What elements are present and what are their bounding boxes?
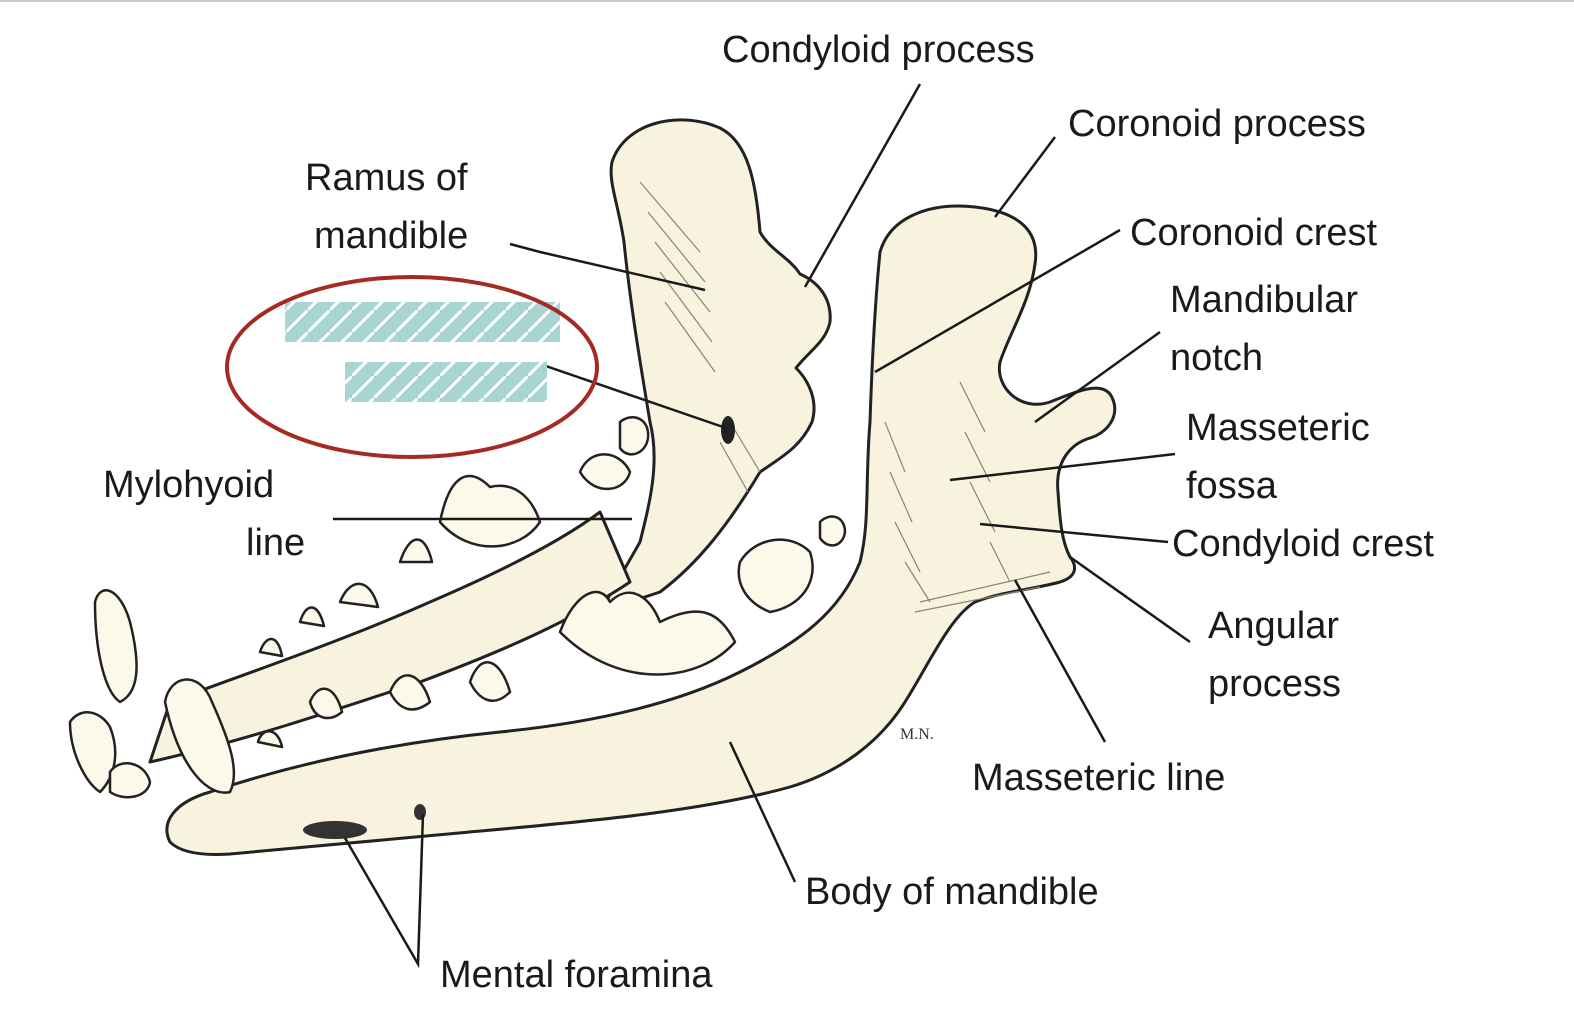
leader-ramus <box>509 242 706 292</box>
redaction-box-2 <box>345 362 547 402</box>
mental-foramen-large <box>303 821 367 839</box>
mandibular-foramen <box>721 416 735 444</box>
leader-mental-foramina <box>343 813 425 969</box>
label-coronoid-process: Coronoid process <box>1068 103 1366 145</box>
leader-coronoid-process <box>994 136 1056 218</box>
near-teeth <box>68 515 847 799</box>
redaction-overlay <box>225 275 599 459</box>
label-body-of-mandible: Body of mandible <box>805 871 1099 913</box>
label-angular-process-line1: Angular <box>1208 605 1339 647</box>
label-masseteric-fossa-line1: Masseteric <box>1186 407 1370 449</box>
label-masseteric-fossa-line2: fossa <box>1186 465 1278 507</box>
leader-mandibular-notch <box>1034 330 1161 424</box>
leader-mandibular-foramen <box>539 362 727 430</box>
leader-lines <box>333 83 1191 969</box>
leader-condyloid-process <box>803 83 922 288</box>
label-angular-process-line2: process <box>1208 663 1341 705</box>
label-mental-foramina: Mental foramina <box>440 954 713 996</box>
label-masseteric-line: Masseteric line <box>972 757 1225 799</box>
far-teeth <box>93 416 650 704</box>
label-condyloid-process: Condyloid process <box>722 29 1035 71</box>
near-ramus-and-body <box>165 204 1117 856</box>
leader-masseteric-fossa <box>949 452 1176 482</box>
label-mandibular-notch-line2: notch <box>1170 337 1263 379</box>
labels: Condyloid process Coronoid process Ramus… <box>103 29 1434 996</box>
leader-angular-process <box>1069 555 1191 644</box>
label-condyloid-crest: Condyloid crest <box>1172 523 1434 565</box>
far-ramus <box>598 118 832 614</box>
near-mandible <box>165 204 1117 856</box>
leader-condyloid-crest <box>979 522 1169 544</box>
label-mandibular-notch-line1: Mandibular <box>1170 279 1358 321</box>
label-mylohyoid-line1: Mylohyoid <box>103 464 274 506</box>
redaction-box-1 <box>285 302 560 342</box>
artist-signature: M.N. <box>900 726 934 743</box>
leader-coronoid-crest <box>874 228 1121 374</box>
far-mandible <box>148 118 832 764</box>
highlight-circle <box>225 275 599 459</box>
label-mylohyoid-line2: line <box>246 522 305 564</box>
mental-foramen-small <box>414 804 426 820</box>
leader-body-of-mandible <box>728 741 797 883</box>
label-ramus-line1: Ramus of <box>305 157 468 199</box>
far-body <box>148 510 632 764</box>
label-coronoid-crest: Coronoid crest <box>1130 212 1378 254</box>
leader-masseteric-line <box>1013 579 1107 743</box>
label-ramus-line2: mandible <box>314 215 468 257</box>
